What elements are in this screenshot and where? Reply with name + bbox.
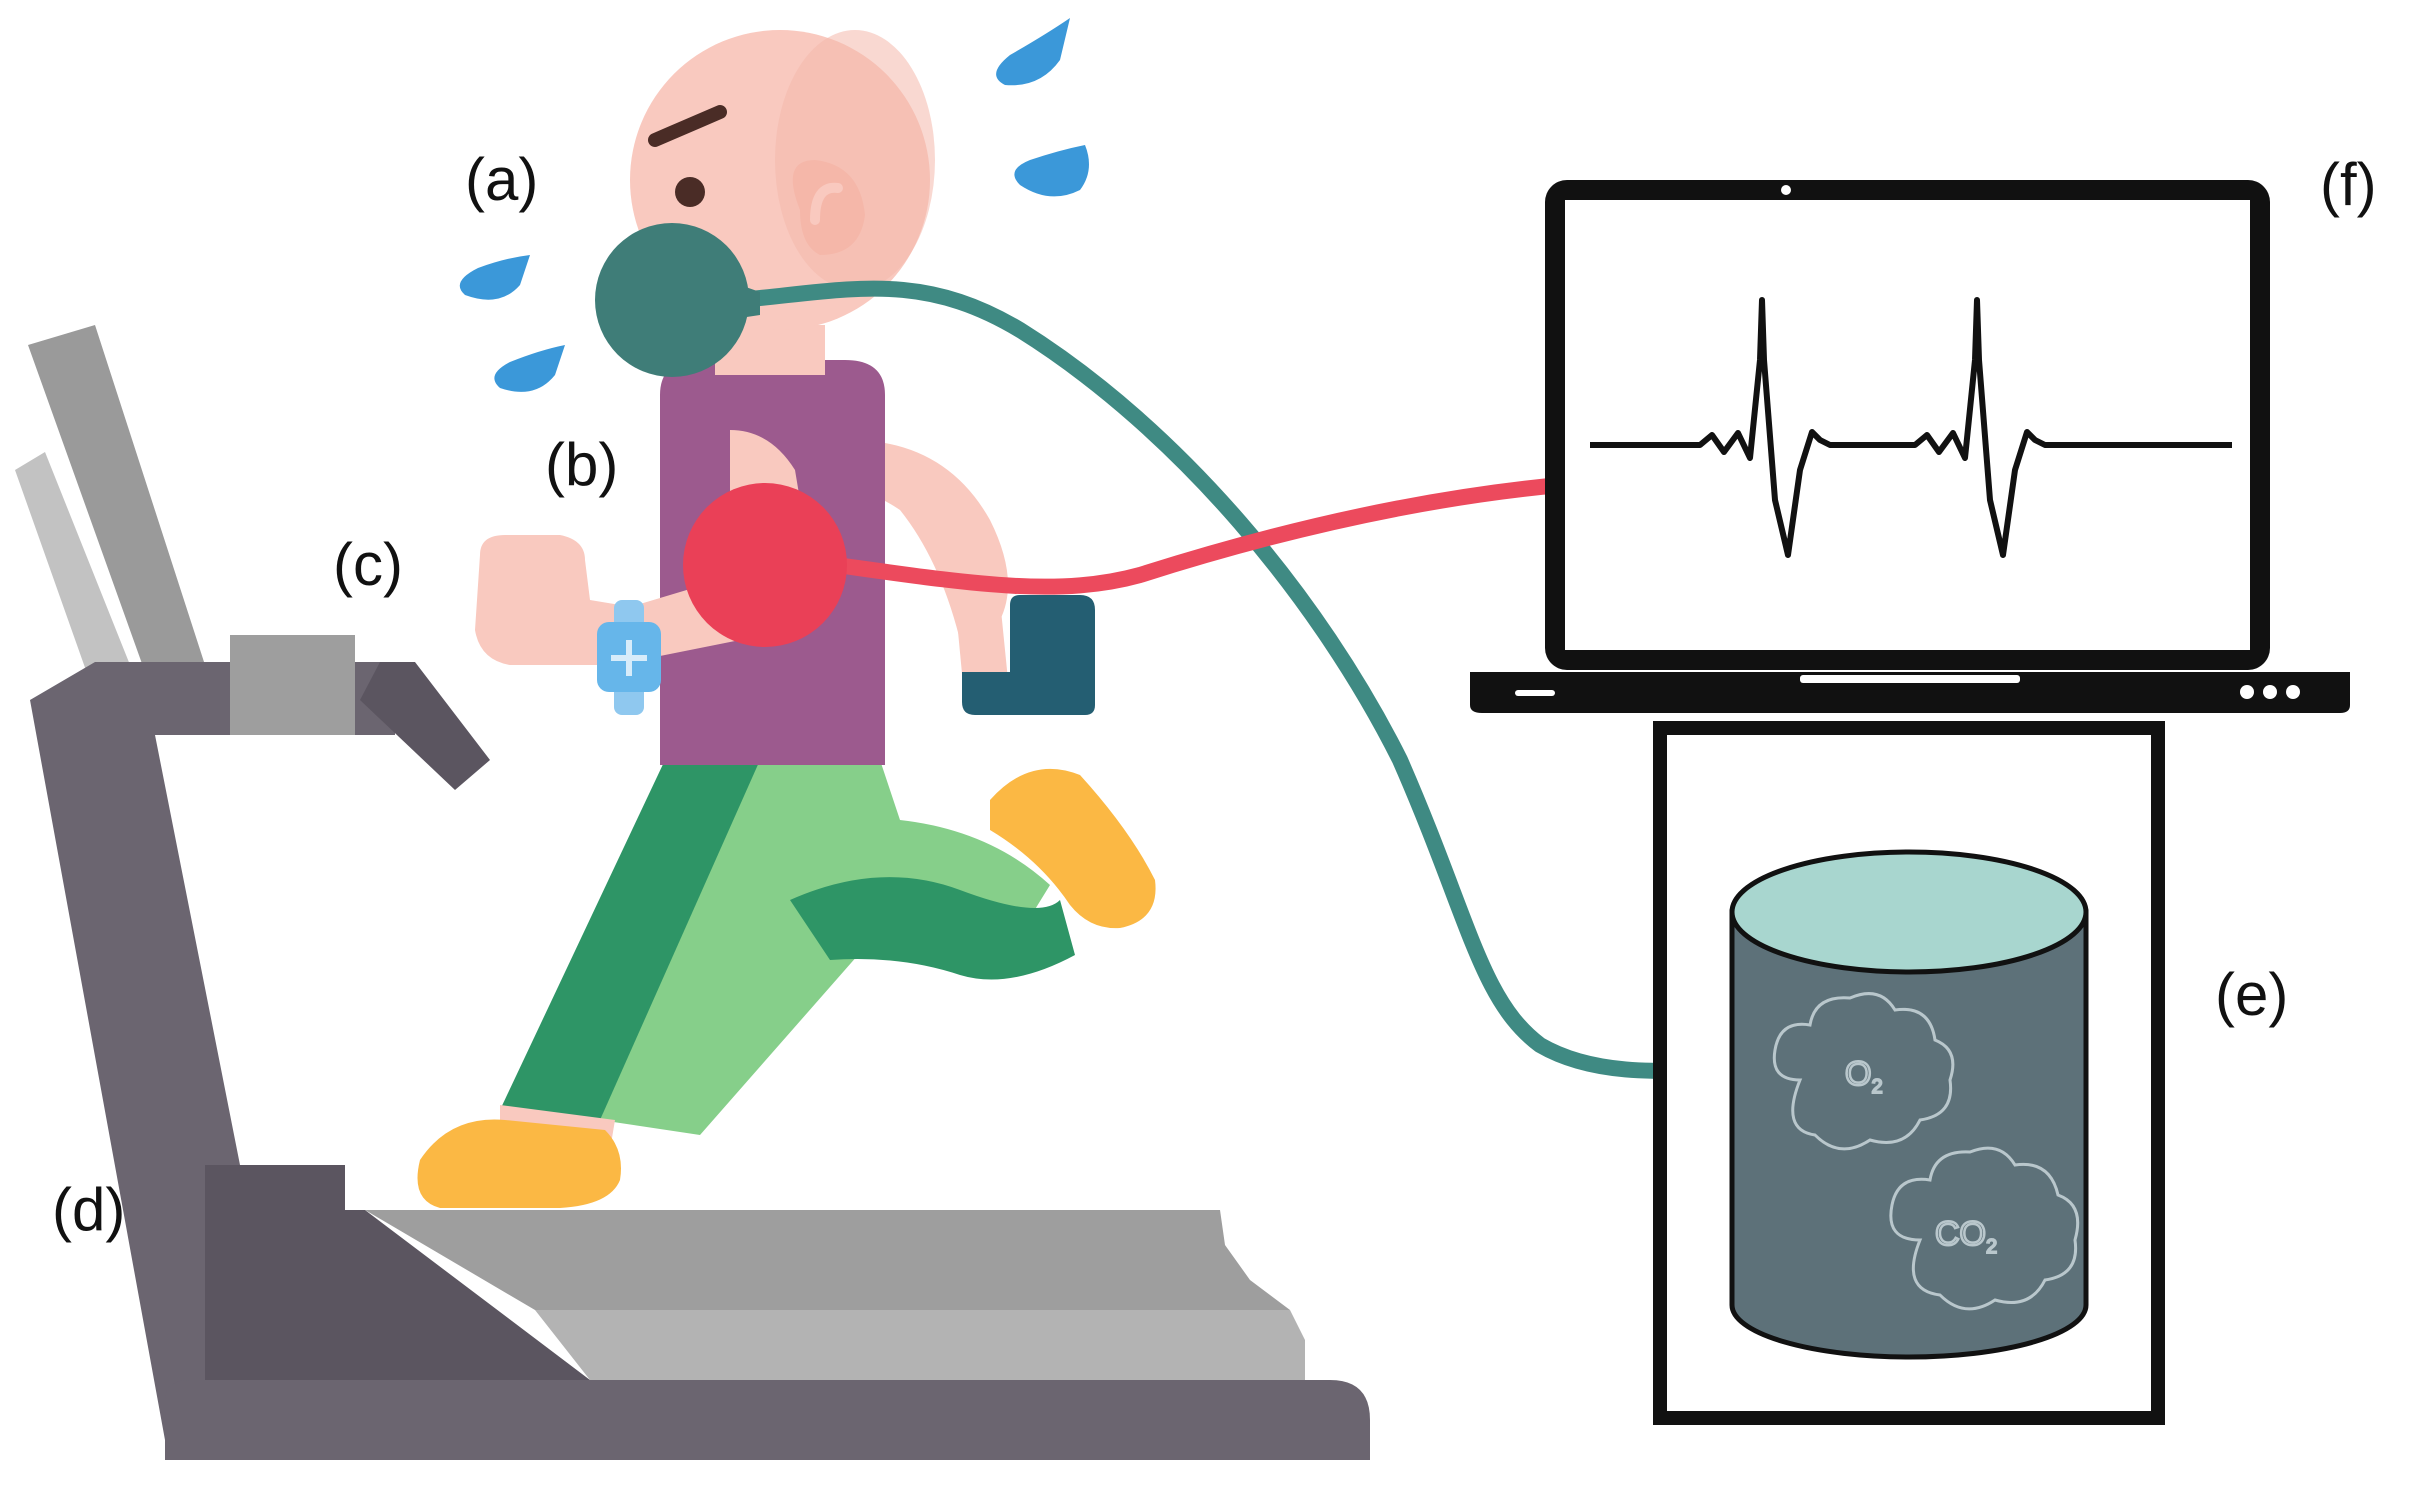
treadmill-handle-grip bbox=[230, 635, 355, 735]
laptop-indicator-icon bbox=[2240, 685, 2254, 699]
ecg-cable bbox=[792, 477, 1568, 595]
laptop-camera-icon bbox=[1781, 185, 1791, 195]
ecg-waveform bbox=[1590, 297, 2232, 558]
label-d: (d) bbox=[52, 1176, 125, 1243]
runner-eye bbox=[675, 177, 705, 207]
handheld-device bbox=[962, 595, 1095, 715]
label-b: (b) bbox=[545, 431, 618, 498]
treadmill-console-screen bbox=[15, 452, 140, 710]
treadmill-base-block bbox=[205, 1165, 590, 1380]
runner-head-shade bbox=[775, 30, 935, 290]
treadmill bbox=[15, 325, 1370, 1460]
laptop-screen bbox=[1565, 200, 2250, 650]
sweat-drop-icon bbox=[459, 255, 530, 300]
gas-mask bbox=[595, 223, 760, 377]
heart-rate-sensor bbox=[683, 483, 847, 647]
treadmill-deck-top bbox=[365, 1210, 1290, 1310]
gas-mask-connector bbox=[740, 285, 760, 318]
carbon-dioxide-label: CO2 bbox=[1935, 1215, 1997, 1258]
label-f: (f) bbox=[2320, 151, 2377, 218]
laptop-indicator-icon bbox=[2263, 685, 2277, 699]
runner-ear-inner bbox=[810, 182, 843, 225]
laptop-slot bbox=[1515, 690, 1555, 696]
laptop bbox=[1470, 180, 2350, 713]
treadmill-floor-base bbox=[165, 1380, 1370, 1460]
treadmill-console-back bbox=[28, 325, 205, 700]
label-e: (e) bbox=[2215, 961, 2288, 1028]
gas-sample-tube bbox=[732, 280, 1748, 1079]
smartwatch-plus-icon bbox=[611, 640, 647, 676]
gas-analyzer: O2 CO2 bbox=[1653, 721, 2165, 1425]
sweat-drop-icon bbox=[996, 18, 1070, 86]
laptop-indicator-icon bbox=[2286, 685, 2300, 699]
sweat-drops bbox=[459, 18, 1089, 392]
sweat-drop-icon bbox=[1014, 145, 1089, 197]
label-c: (c) bbox=[333, 531, 403, 598]
carbon-dioxide-cloud-icon bbox=[1889, 1146, 2080, 1311]
treadmill-deck-front bbox=[535, 1310, 1305, 1380]
laptop-base bbox=[1470, 672, 2350, 713]
sweat-drop-icon bbox=[494, 345, 565, 392]
gas-mask-body bbox=[595, 223, 749, 377]
gas-cylinder-top bbox=[1729, 849, 2089, 975]
runner-front-shoe bbox=[417, 1119, 621, 1208]
treadmill-upright bbox=[30, 662, 395, 1440]
laptop-touchpad-notch bbox=[1800, 675, 2020, 683]
runner-knee-dark bbox=[790, 877, 1075, 980]
oxygen-cloud-icon bbox=[1772, 992, 1955, 1151]
treadmill-handlebar bbox=[360, 662, 490, 790]
runner-ear bbox=[792, 160, 865, 255]
smartwatch bbox=[597, 600, 661, 715]
runner-leg-dark bbox=[500, 760, 760, 1120]
label-a: (a) bbox=[465, 146, 538, 213]
oxygen-label: O2 bbox=[1845, 1055, 1883, 1098]
runner-eyebrow bbox=[648, 105, 727, 147]
runner-back-shoe bbox=[990, 768, 1156, 929]
